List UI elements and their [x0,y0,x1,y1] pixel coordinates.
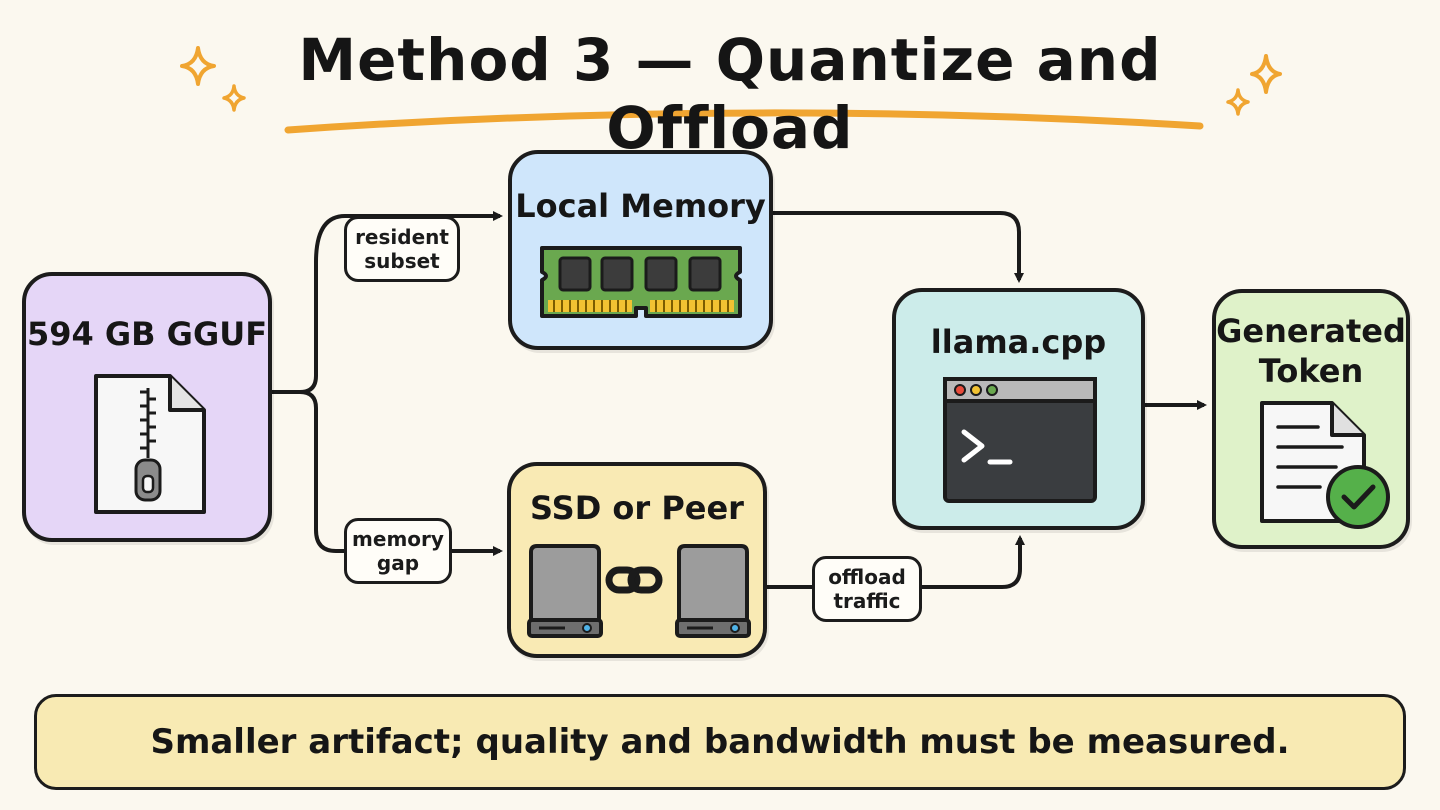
sparkle-icon [180,46,246,112]
gguf-file-node: 594 GB GGUF [22,272,272,542]
sparkle-icon [1226,54,1282,116]
ssd-or-peer-node: SSD or Peer [507,462,767,658]
linked-drives-icon [527,544,751,638]
llama-cpp-node: llama.cpp [892,288,1145,530]
llama-cpp-label: llama.cpp [930,323,1107,361]
resident-subset-line1: resident [355,225,449,249]
offload-traffic-line2: traffic [833,589,901,613]
resident-subset-line2: subset [364,249,440,273]
generated-token-node: Generated Token [1212,289,1410,549]
connector-gguf-to-ssd [299,390,503,556]
ssd-or-peer-label: SSD or Peer [530,489,744,527]
connector-memory-to-llama [773,211,1024,283]
terminal-window-icon [943,377,1097,503]
generated-token-label-line1: Generated [1216,312,1406,350]
resident-subset-label: resident subset [344,216,460,282]
memory-gap-line2: gap [376,551,420,575]
memory-gap-label: memory gap [344,518,452,584]
footer-note-banner: Smaller artifact; quality and bandwidth … [34,694,1406,790]
zip-file-icon [94,374,206,514]
ram-module-icon [540,246,742,318]
offload-traffic-line1: offload [828,565,906,589]
document-check-icon [1260,401,1390,529]
drive-icon [527,544,603,638]
drive-icon [675,544,751,638]
memory-gap-line1: memory [352,527,444,551]
title-underline [284,109,1204,134]
page-title: Method 3 — Quantize and Offload [298,26,1162,162]
generated-token-label-line2: Token [1258,352,1364,390]
connector-ssd-to-llama [767,535,1025,589]
offload-traffic-label: offload traffic [812,556,922,622]
link-icon [605,566,663,594]
local-memory-node: Local Memory [508,150,773,350]
local-memory-label: Local Memory [515,187,766,225]
gguf-file-label: 594 GB GGUF [26,315,268,353]
